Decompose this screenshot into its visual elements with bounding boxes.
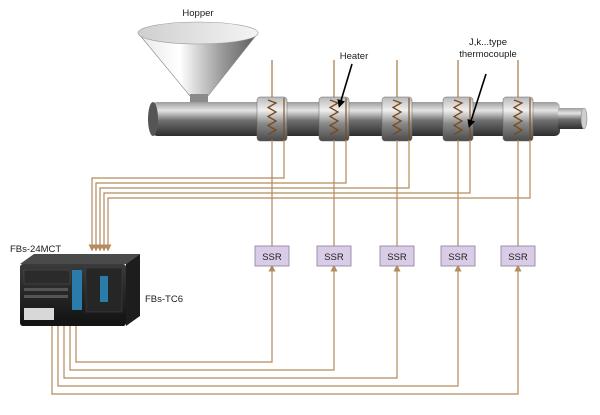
ssr-5: SSR: [500, 245, 536, 267]
heater-coil-4: [452, 99, 464, 136]
ssr-label: SSR: [448, 252, 468, 263]
ssr-control-wire-2: [69, 264, 338, 371]
thermocouple-label-line1: J,k...type: [469, 37, 507, 48]
ssr-box: [500, 245, 536, 267]
plc-module-label: FBs-TC6: [145, 294, 183, 305]
ssr-1: SSR: [254, 245, 290, 267]
thermocouple-wire-5: [104, 140, 531, 252]
thermocouple-top-wires: [271, 60, 519, 104]
thermocouple-arrow: [467, 73, 487, 128]
ssr-box: [440, 245, 476, 267]
heater-coil-3: [391, 99, 403, 136]
plc-main-label: FBs-24MCT: [10, 244, 61, 255]
heater-coil-1: [266, 99, 278, 136]
hopper-label: Hopper: [182, 8, 213, 19]
ssr-group: SSR SSR SSR SSR SSR: [254, 245, 536, 267]
control-wiring: [51, 140, 531, 395]
thermocouple-wire-4: [100, 140, 471, 252]
ssr-2: SSR: [316, 245, 352, 267]
ssr-control-wire-5: [51, 264, 522, 395]
ssr-3: SSR: [379, 245, 415, 267]
ssr-box: [316, 245, 352, 267]
heater-coil-2: [328, 99, 340, 136]
thermocouple-wire-1: [88, 140, 285, 252]
plc-unit: [20, 254, 140, 326]
ssr-control-wire-1: [75, 264, 276, 363]
ssr-label: SSR: [262, 252, 282, 263]
ssr-label: SSR: [387, 252, 407, 263]
ssr-4: SSR: [440, 245, 476, 267]
thermocouple-wire-2: [92, 140, 347, 252]
thermocouple-label-line2: thermocouple: [459, 49, 517, 60]
ssr-control-wire-3: [63, 264, 401, 379]
ssr-label: SSR: [508, 252, 528, 263]
heater-arrow: [337, 63, 353, 108]
heater-bands: [256, 96, 534, 142]
hopper: [137, 21, 259, 104]
ssr-box: [254, 245, 290, 267]
heater-coil-5: [512, 99, 524, 136]
thermocouple-wire-3: [96, 140, 410, 252]
ssr-label: SSR: [324, 252, 344, 263]
heater-label: Heater: [340, 51, 369, 62]
ssr-box: [379, 245, 415, 267]
ssr-control-wire-4: [57, 264, 462, 387]
